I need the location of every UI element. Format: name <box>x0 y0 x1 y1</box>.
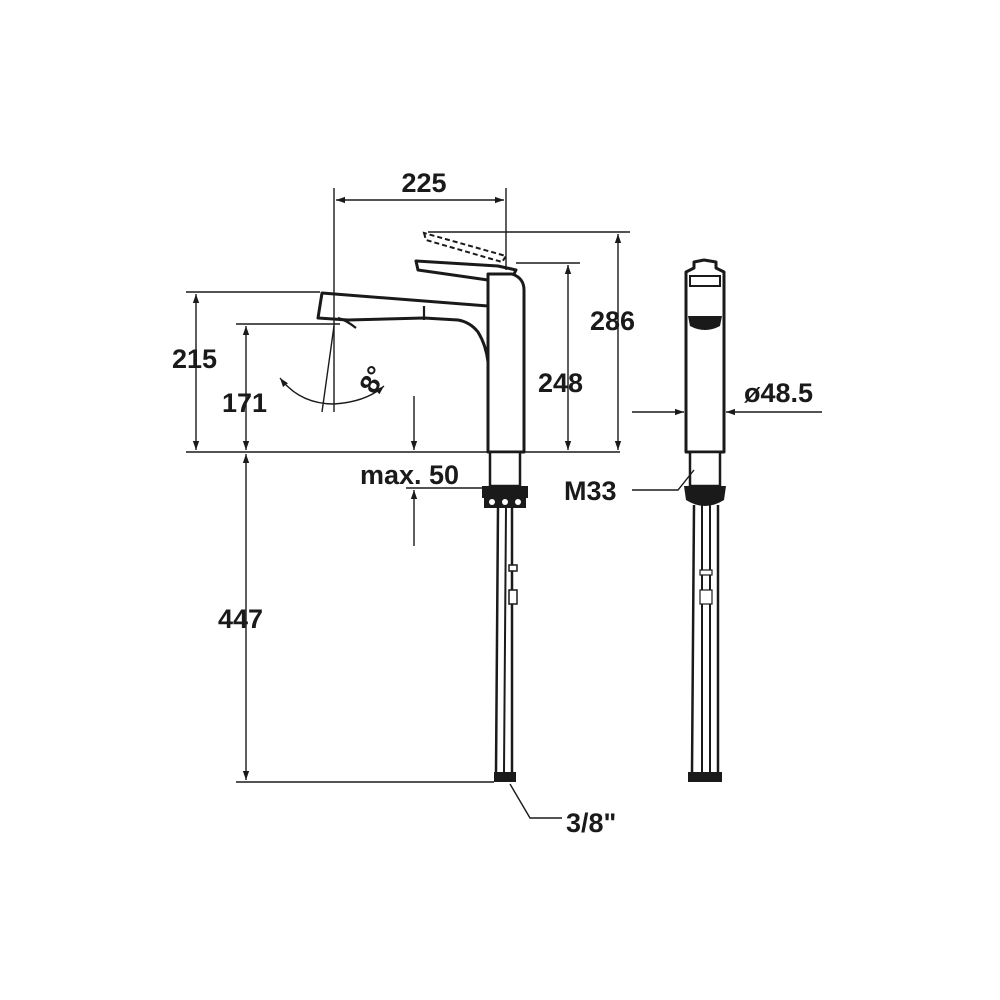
front-lever-band <box>688 316 722 330</box>
front-hoses <box>688 504 722 782</box>
faucet-side-view <box>316 231 528 782</box>
faucet-body <box>486 272 526 454</box>
label-225: 225 <box>401 168 446 198</box>
label-248: 248 <box>538 368 583 398</box>
label-171: 171 <box>222 388 267 418</box>
spray-head-outlet <box>337 316 357 329</box>
leader-3-8 <box>509 783 562 819</box>
leader-m33 <box>632 469 695 491</box>
front-nut <box>684 486 726 506</box>
label-215: 215 <box>172 344 217 374</box>
label-m33: M33 <box>564 476 617 506</box>
front-shank <box>688 450 722 488</box>
label-diameter: ø48.5 <box>744 378 813 408</box>
angle-arc <box>279 377 385 405</box>
mounting-nut <box>482 486 528 508</box>
front-body <box>684 258 726 454</box>
dimension-labels: 225 286 248 215 171 8° max. 50 447 ø48.5… <box>172 168 813 838</box>
lever-raised-position <box>422 231 508 264</box>
shank <box>488 450 522 488</box>
dimension-lines <box>186 188 822 819</box>
label-connector: 3/8" <box>566 808 616 838</box>
label-angle: 8° <box>354 361 393 398</box>
faucet-front-view <box>684 258 726 782</box>
label-286: 286 <box>590 306 635 336</box>
front-lever-top <box>689 275 721 287</box>
spout <box>316 291 490 364</box>
label-max-50: max. 50 <box>360 460 459 490</box>
label-447: 447 <box>218 604 263 634</box>
supply-hoses <box>494 507 518 782</box>
